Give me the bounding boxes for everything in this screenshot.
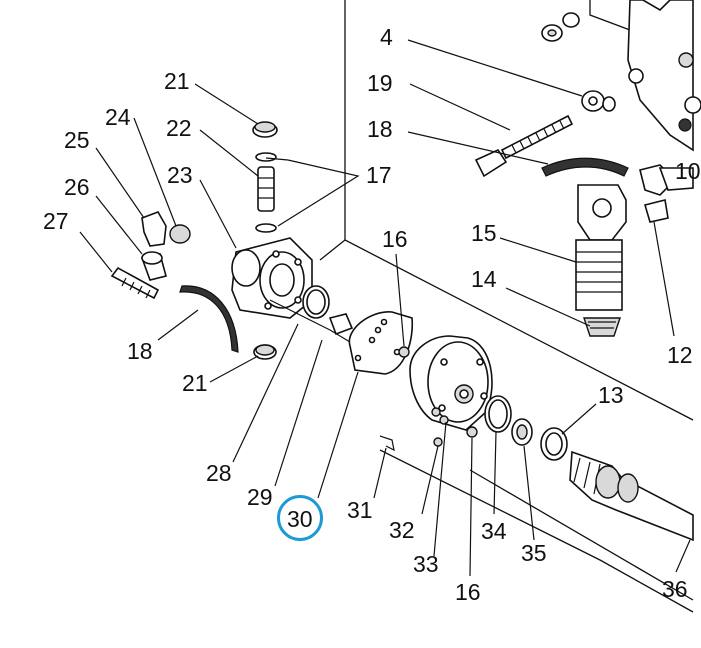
part-29-oring: [302, 285, 330, 319]
label-19: 19: [367, 70, 393, 96]
part-18-hose-top: [541, 157, 629, 177]
label-34: 34: [481, 518, 507, 544]
label-12: 12: [667, 342, 693, 368]
label-22: 22: [166, 115, 192, 141]
leader-lines: [79, 39, 691, 577]
label-13: 13: [598, 382, 624, 408]
part-25-elbow: [141, 211, 167, 247]
label-18-left: 18: [127, 338, 153, 364]
part-32-washer: [433, 437, 443, 447]
part-14-strainer: [583, 317, 621, 337]
label-4: 4: [380, 24, 393, 50]
part-19-screw: [474, 114, 574, 178]
part-4-washer: [541, 12, 616, 112]
label-33: 33: [413, 551, 439, 577]
label-15: 15: [471, 220, 497, 246]
label-18-top: 18: [367, 116, 393, 142]
part-34-seal: [484, 395, 512, 433]
part-16-pin-top: [398, 346, 410, 358]
part-26-nipple: [140, 251, 167, 281]
part-24-filter: [169, 224, 191, 244]
label-30: 30: [287, 506, 313, 532]
label-10: 10: [675, 158, 701, 184]
part-27-screw: [110, 266, 160, 300]
part-35-ring: [511, 418, 533, 446]
part-15-fitting: [575, 184, 627, 311]
label-21-top: 21: [164, 68, 190, 94]
label-25: 25: [64, 127, 90, 153]
label-36: 36: [662, 576, 688, 602]
part-36-piston: [569, 450, 694, 542]
label-23: 23: [167, 162, 193, 188]
part-28-valve-insert: [328, 313, 354, 336]
label-27: 27: [43, 208, 69, 234]
label-32: 32: [389, 517, 415, 543]
part-17-oring-bottom: [255, 223, 277, 233]
frame-lines: [319, 0, 694, 613]
part-18-hose-left: [179, 285, 239, 353]
label-29: 29: [247, 484, 273, 510]
part-33-pump-head: [409, 335, 493, 431]
label-21-bottom: 21: [182, 370, 208, 396]
part-23-manifold: [231, 237, 313, 319]
label-24: 24: [105, 104, 131, 130]
highlight-circle: [277, 495, 323, 541]
part-31-clip: [379, 435, 395, 452]
part-16-pin-bottom: [466, 426, 478, 438]
part-21-cap-bottom: [253, 344, 277, 360]
label-26: 26: [64, 174, 90, 200]
label-31: 31: [347, 497, 373, 523]
part-10-elbow: [639, 164, 694, 223]
part-30-plate: [348, 311, 414, 375]
label-17: 17: [366, 162, 392, 188]
label-14: 14: [471, 266, 497, 292]
label-35: 35: [521, 540, 547, 566]
part-17-oring-top: [255, 152, 277, 162]
label-16-bottom: 16: [455, 579, 481, 605]
label-16-top: 16: [382, 226, 408, 252]
label-28: 28: [206, 460, 232, 486]
part-13-oring: [540, 427, 568, 461]
part-22-valve: [257, 166, 275, 212]
part-21-cap-top: [252, 121, 278, 138]
pump-housing: [627, 0, 701, 152]
